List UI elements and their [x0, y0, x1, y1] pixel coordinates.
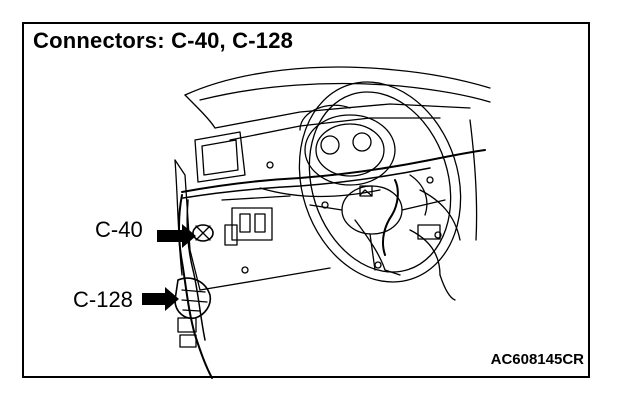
- figure-id: AC608145CR: [490, 351, 584, 368]
- diagram-frame: [22, 22, 590, 378]
- arrow-c128: [142, 287, 179, 311]
- connector-c128: [174, 277, 212, 320]
- callout-label-c40: C-40: [95, 217, 143, 242]
- connector-c40: [192, 224, 214, 242]
- dashboard-outline: [184, 66, 491, 96]
- page-title: Connectors: C-40, C-128: [33, 28, 294, 53]
- arrow-c40: [157, 224, 196, 248]
- wiring-harness: [181, 149, 486, 193]
- steering-wheel: [298, 81, 462, 283]
- callout-label-c128: C-128: [73, 287, 133, 312]
